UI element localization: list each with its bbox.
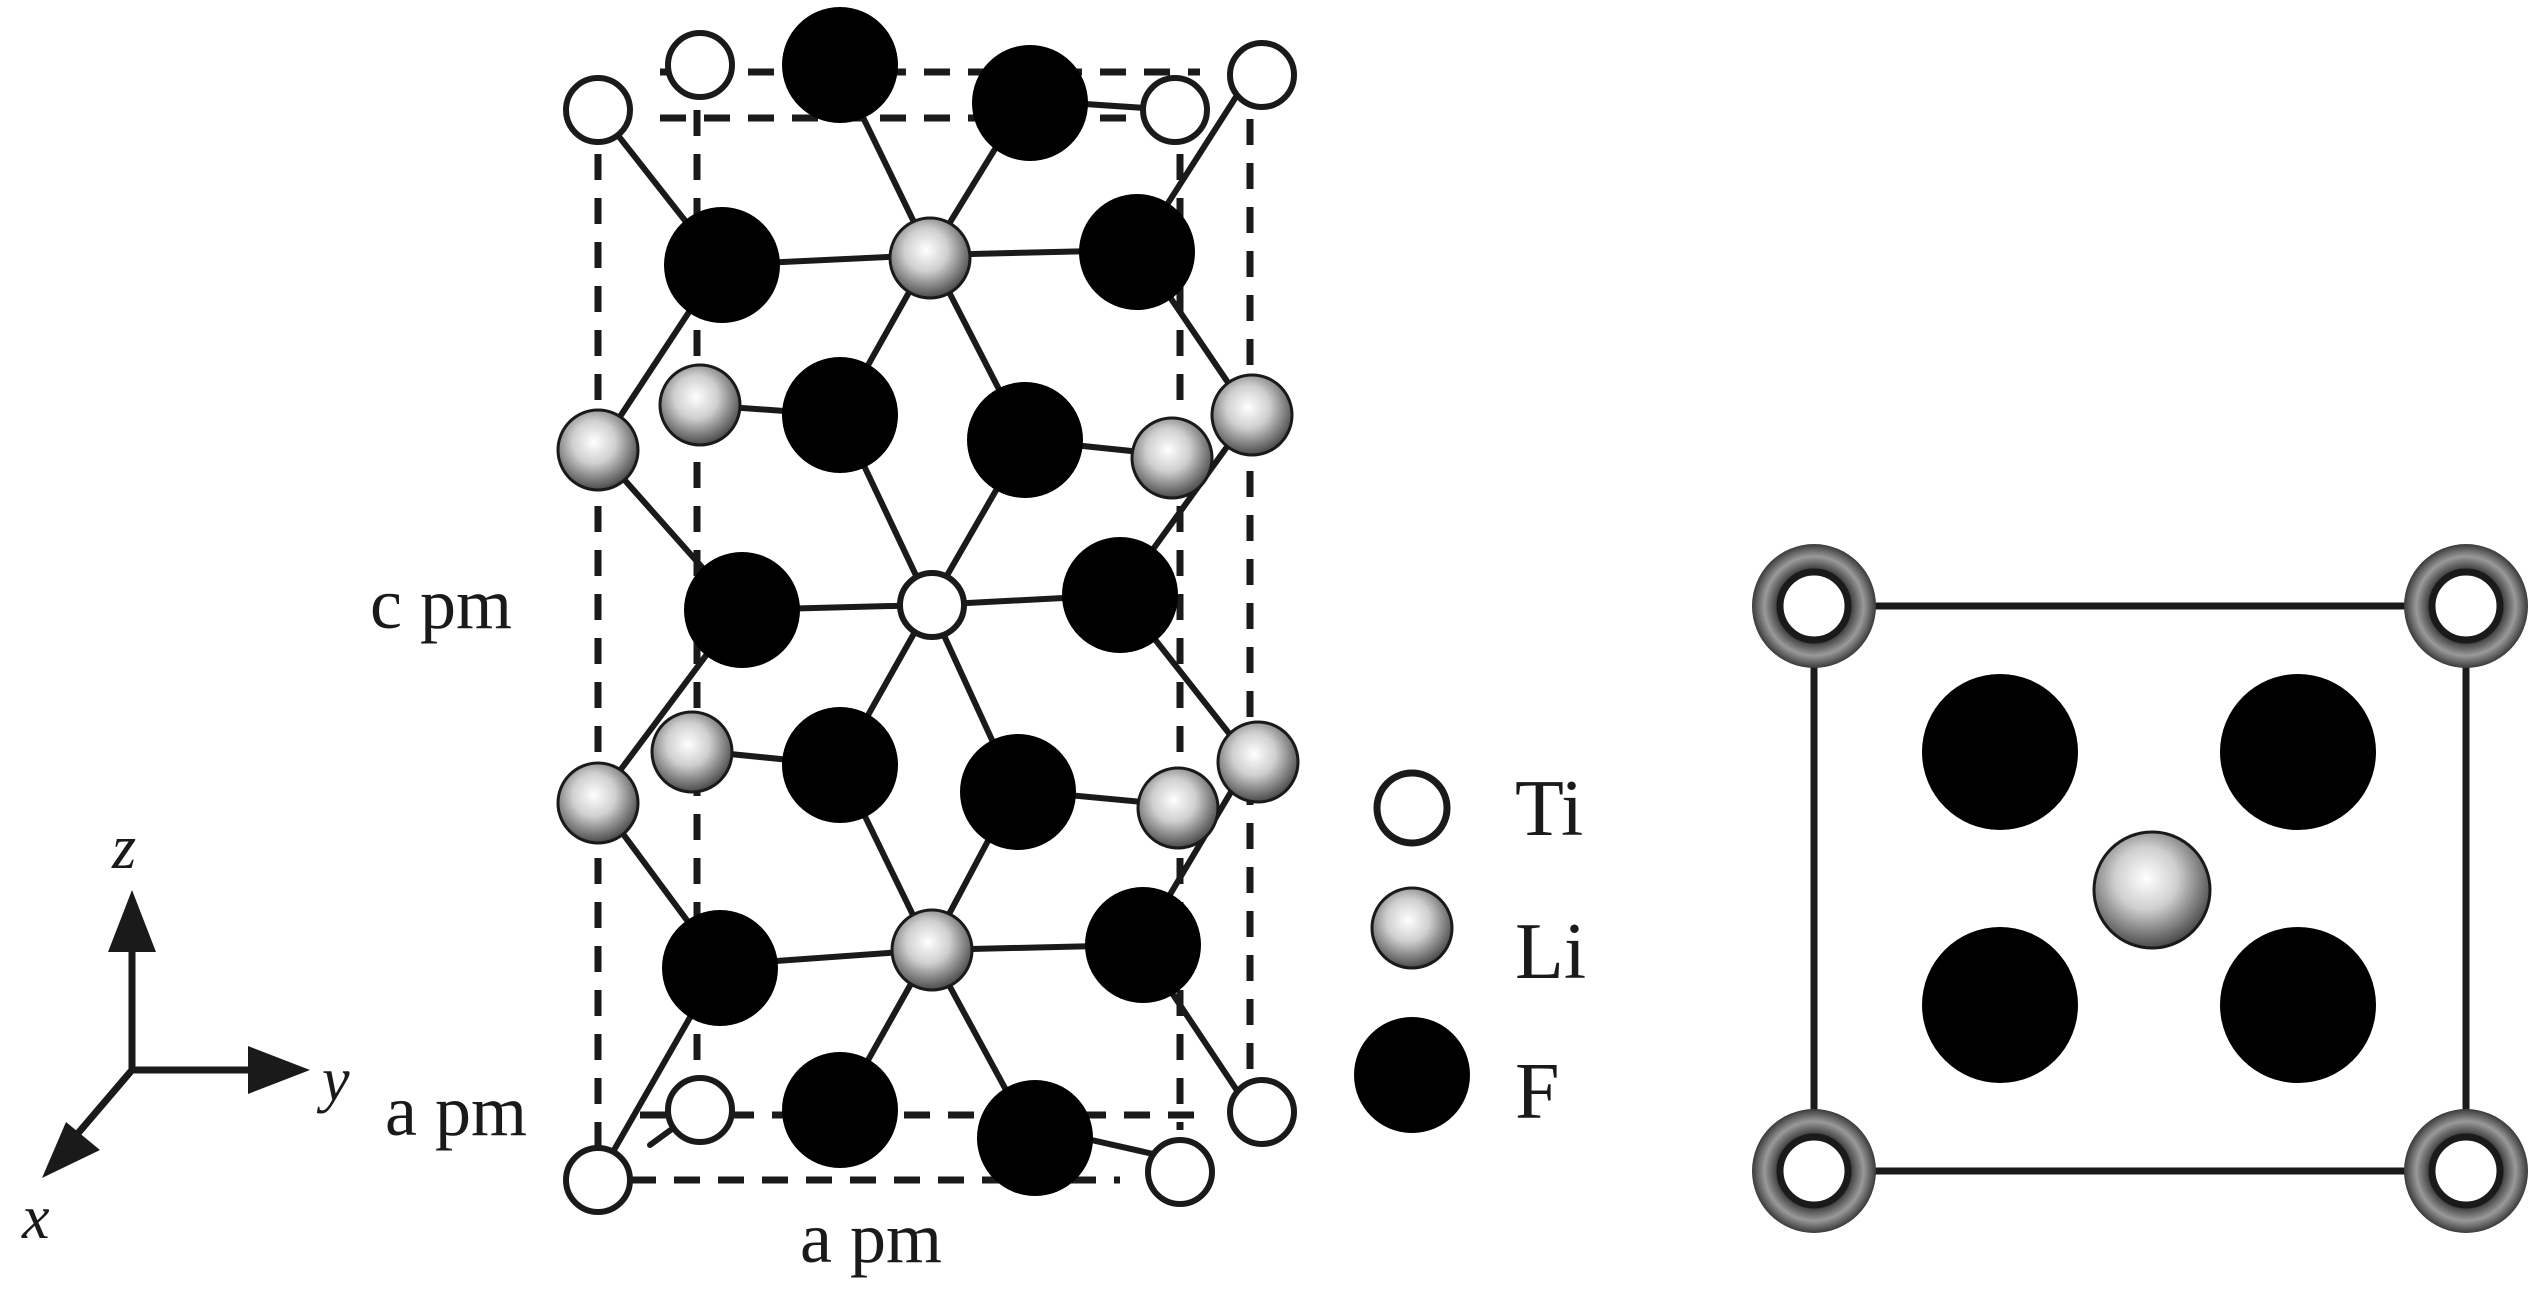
atom-li <box>556 761 640 845</box>
atom-li <box>1130 416 1214 500</box>
axis-z-label: z <box>111 814 136 882</box>
atom-f <box>782 7 898 123</box>
atom-f <box>1922 674 2078 830</box>
atom-li <box>2092 830 2212 950</box>
atom-f <box>662 910 778 1026</box>
atom-li <box>890 908 974 992</box>
legend-li-icon <box>1370 886 1454 970</box>
atom-ti <box>665 1075 735 1145</box>
atom-f <box>664 207 780 323</box>
coordinate-axes: z y x <box>21 814 350 1252</box>
atom-li <box>556 408 640 492</box>
a-dimension-label-side: a pm <box>385 1071 527 1151</box>
atom-f <box>782 357 898 473</box>
atom-f <box>782 707 898 823</box>
atom-f <box>1085 887 1201 1003</box>
legend: Ti Li F <box>1354 765 1586 1136</box>
atom-li <box>650 710 734 794</box>
a-dimension-label-bottom: a pm <box>800 1198 942 1278</box>
legend-ti-label: Ti <box>1515 765 1583 853</box>
atom-ti <box>563 75 633 145</box>
atom-ti <box>1140 75 1210 145</box>
x-arrow-icon <box>42 1122 100 1178</box>
axis-x-label: x <box>21 1184 50 1252</box>
atom-f <box>2220 927 2376 1083</box>
legend-f-icon <box>1354 1017 1470 1133</box>
atom-li <box>1136 766 1220 850</box>
atom-f <box>960 734 1076 850</box>
atom-li <box>888 216 972 300</box>
corner-atom-top-right <box>2404 544 2528 668</box>
top-view <box>1752 544 2528 1233</box>
atom-ti <box>1227 40 1297 110</box>
corner-atom-bottom-left <box>1752 1109 1876 1233</box>
atom-f <box>1922 927 2078 1083</box>
axis-y-label: y <box>316 1046 350 1114</box>
atom-li <box>658 363 742 447</box>
atom-f <box>1079 194 1195 310</box>
y-arrow-icon <box>248 1046 310 1094</box>
legend-f-label: F <box>1515 1048 1560 1136</box>
atom-f <box>782 1052 898 1168</box>
atom-f <box>684 552 800 668</box>
top-view-cell <box>1810 602 2470 1175</box>
atom-f <box>977 1080 1093 1196</box>
legend-ti-icon <box>1373 769 1451 847</box>
side-view: c pm a pm a pm <box>370 7 1300 1278</box>
corner-atom-bottom-right <box>2404 1109 2528 1233</box>
atom-ti <box>1145 1137 1215 1207</box>
atom-f <box>2220 674 2376 830</box>
corner-atom-top-left <box>1752 544 1876 668</box>
atom-ti <box>897 570 967 640</box>
atom-ti <box>665 30 735 100</box>
atom-f <box>972 45 1088 161</box>
z-arrow-icon <box>108 890 156 952</box>
atom-f <box>967 382 1083 498</box>
c-dimension-label: c pm <box>370 564 512 644</box>
atom-ti <box>563 1145 633 1215</box>
atom-li <box>1210 373 1294 457</box>
atom-ti <box>1227 1077 1297 1147</box>
atom-f <box>1062 537 1178 653</box>
atom-li <box>1216 720 1300 804</box>
legend-li-label: Li <box>1515 908 1586 996</box>
atoms <box>556 7 1300 1215</box>
